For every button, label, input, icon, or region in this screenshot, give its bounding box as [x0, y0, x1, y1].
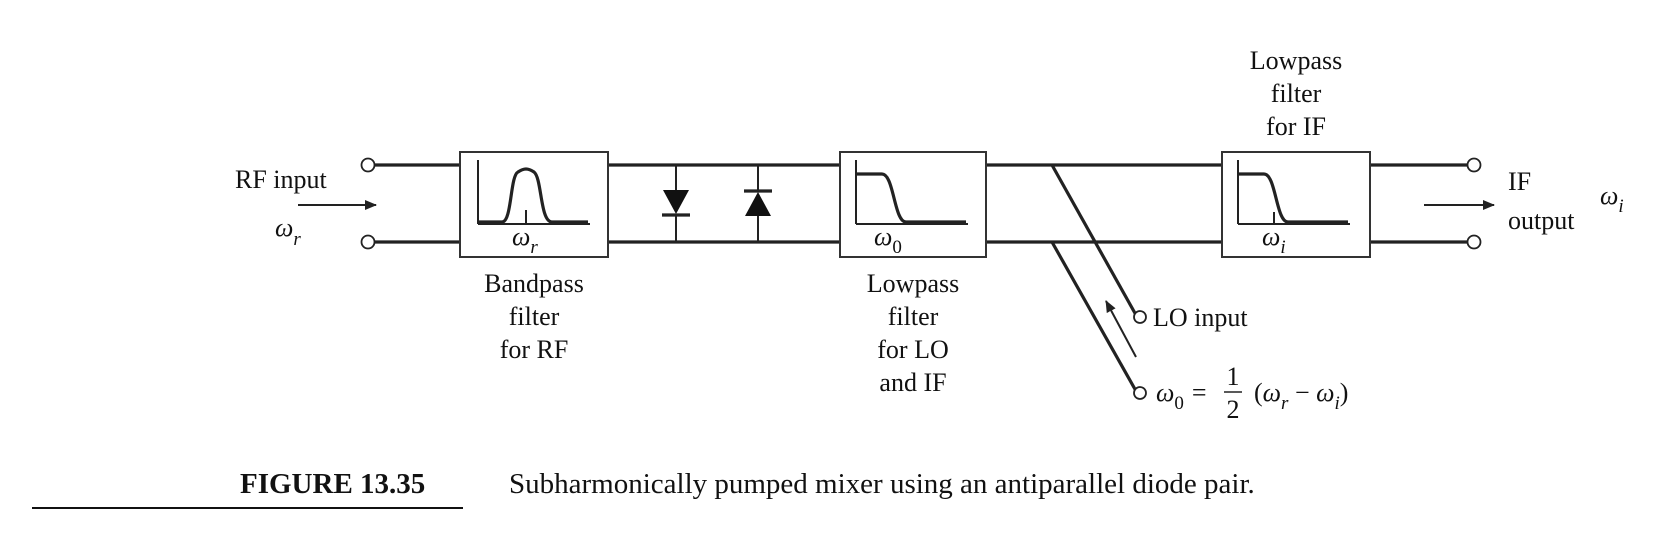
svg-text:(ωr − ωi): (ωr − ωi): [1254, 378, 1348, 414]
rf-terminal-bottom: [360, 234, 376, 250]
lo-terminal-top: [1133, 310, 1147, 324]
rf-input-port: RF input ωr: [235, 157, 377, 250]
lowpass-filter-if: ωi Lowpass filter for IF: [1221, 46, 1371, 258]
lowpass-lo-caption-line4: and IF: [879, 368, 946, 397]
bandpass-filter-box: [459, 151, 609, 258]
lo-input-label: LO input: [1153, 303, 1248, 332]
if-output-port: IF output ωi: [1424, 157, 1624, 250]
lowpass-filter-lo-if: ω0 Lowpass filter for LO and IF: [839, 151, 987, 397]
diode-1: [662, 165, 690, 242]
lowpass-lo-caption-line3: for LO: [877, 335, 948, 364]
fraction-denominator: 2: [1227, 395, 1240, 424]
bandpass-caption-line1: Bandpass: [484, 269, 584, 298]
lowpass-if-caption-line3: for IF: [1266, 112, 1326, 141]
lowpass-lo-caption-line1: Lowpass: [867, 269, 959, 298]
lowpass-lo-omega-0-label: ω0: [874, 222, 902, 258]
lowpass-lo-caption-line2: filter: [888, 302, 939, 331]
figure-number: FIGURE 13.35: [240, 468, 425, 500]
bandpass-caption-line2: filter: [509, 302, 560, 331]
lowpass-lo-response-curve: [856, 172, 966, 224]
diode-2-triangle: [745, 192, 771, 216]
lo-wire-top: [1050, 164, 1138, 316]
lowpass-if-caption-line1: Lowpass: [1250, 46, 1342, 75]
if-terminal-bottom: [1466, 234, 1482, 250]
antiparallel-diode-pair: [662, 165, 772, 242]
lowpass-if-filter-box: [1221, 151, 1371, 258]
rf-omega-r-label: ωr: [275, 213, 301, 250]
rf-terminal-top: [360, 157, 376, 173]
if-terminal-top: [1466, 157, 1482, 173]
lo-frequency-equation: ω0= 1 2 (ωr − ωi): [1156, 362, 1348, 424]
lo-input-branch: LO input ω0= 1 2 (ωr − ωi): [1050, 164, 1348, 424]
lowpass-lo-filter-box: [839, 151, 987, 258]
if-label-line1: IF: [1508, 167, 1531, 196]
figure-caption-text: Subharmonically pumped mixer using an an…: [509, 468, 1255, 500]
bandpass-caption-line3: for RF: [500, 335, 569, 364]
lowpass-if-omega-i-label: ωi: [1262, 222, 1286, 258]
fraction-numerator: 1: [1227, 362, 1240, 391]
bandpass-response-curve: [478, 167, 588, 224]
lo-wire-bottom: [1050, 241, 1138, 392]
bandpass-filter-rf: ωr Bandpass filter for RF: [459, 151, 609, 364]
lo-terminal-bottom: [1133, 386, 1147, 400]
transmission-line: [375, 163, 1467, 244]
lowpass-if-response-curve: [1238, 172, 1348, 224]
if-label-line2: output: [1508, 206, 1575, 235]
rf-input-label: RF input: [235, 165, 328, 194]
svg-text:ω0=: ω0=: [1156, 378, 1207, 414]
if-omega-i-label: ωi: [1600, 181, 1624, 217]
bandpass-omega-r-label: ωr: [512, 222, 538, 258]
diode-1-triangle: [663, 190, 689, 214]
lo-input-arrow: [1105, 300, 1137, 358]
lowpass-if-caption-line2: filter: [1271, 79, 1322, 108]
diode-2: [744, 165, 772, 242]
figure-caption: FIGURE 13.35 Subharmonically pumped mixe…: [32, 468, 1255, 509]
